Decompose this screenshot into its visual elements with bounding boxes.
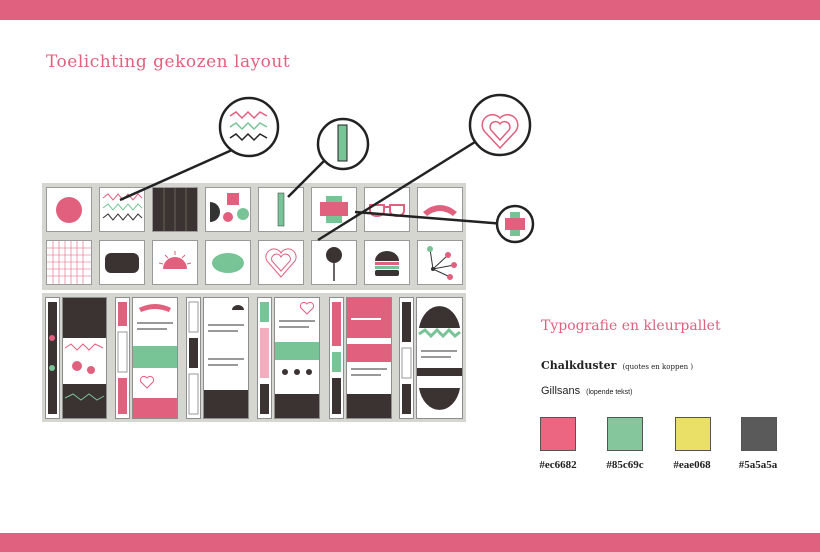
layout-column: [186, 297, 201, 419]
layout-column: [346, 297, 392, 419]
heart-zoom-icon: [468, 93, 532, 157]
sunrise-icon: [152, 240, 198, 285]
layout-column: [416, 297, 463, 419]
bottom-accent-bar: [0, 533, 820, 552]
page-title: Toelichting gekozen layout: [46, 52, 291, 72]
swatch-label: #85c69c: [606, 459, 644, 471]
layout-strip: [42, 293, 466, 422]
wavy-lines-zoom-icon: [218, 96, 280, 158]
swatch-label: #5a5a5a: [738, 459, 778, 471]
speech-banner-icon: [311, 187, 357, 232]
layout-column: [257, 297, 272, 419]
color-swatch: [675, 417, 711, 451]
swatch-label: #ec6682: [539, 459, 577, 471]
shapes-icon: [205, 187, 251, 232]
layout-column: [399, 297, 414, 419]
font-note: (quotes en koppen ): [622, 363, 694, 371]
heart-outline-icon: [258, 240, 304, 285]
layout-column: [203, 297, 249, 419]
font-note: (lopende tekst): [586, 389, 633, 396]
speech-banner-zoom-icon: [495, 204, 535, 244]
burger-icon: [364, 240, 410, 285]
color-swatch: [741, 417, 777, 451]
grid-pattern-icon: [46, 240, 92, 285]
layout-column: [132, 297, 178, 419]
green-bar-zoom-icon: [316, 117, 370, 171]
wavy-lines-icon: [99, 187, 145, 232]
color-swatch: [540, 417, 576, 451]
dark-pill-icon: [99, 240, 145, 285]
glasses-icon: [364, 187, 410, 232]
layout-column: [274, 297, 320, 419]
dot-branch-icon: [417, 240, 463, 285]
wood-panel-icon: [152, 187, 198, 232]
font-name: Gillsans: [541, 385, 581, 397]
layout-column: [45, 297, 60, 419]
color-swatch: [607, 417, 643, 451]
font-sample-headings: Chalkduster (quotes en koppen ): [541, 359, 693, 372]
top-accent-bar: [0, 0, 820, 20]
pink-circle-icon: [46, 187, 92, 232]
font-name: Chalkduster: [541, 359, 617, 372]
green-bar-icon: [258, 187, 304, 232]
layout-column: [62, 297, 107, 419]
green-oval-icon: [205, 240, 251, 285]
layout-column: [115, 297, 130, 419]
font-sample-body: Gillsans (lopende tekst): [541, 385, 632, 397]
typography-title: Typografie en kleurpallet: [541, 318, 721, 334]
lollipop-icon: [311, 240, 357, 285]
ribbon-icon: [417, 187, 463, 232]
swatch-label: #eae068: [673, 459, 711, 471]
layout-column: [329, 297, 344, 419]
